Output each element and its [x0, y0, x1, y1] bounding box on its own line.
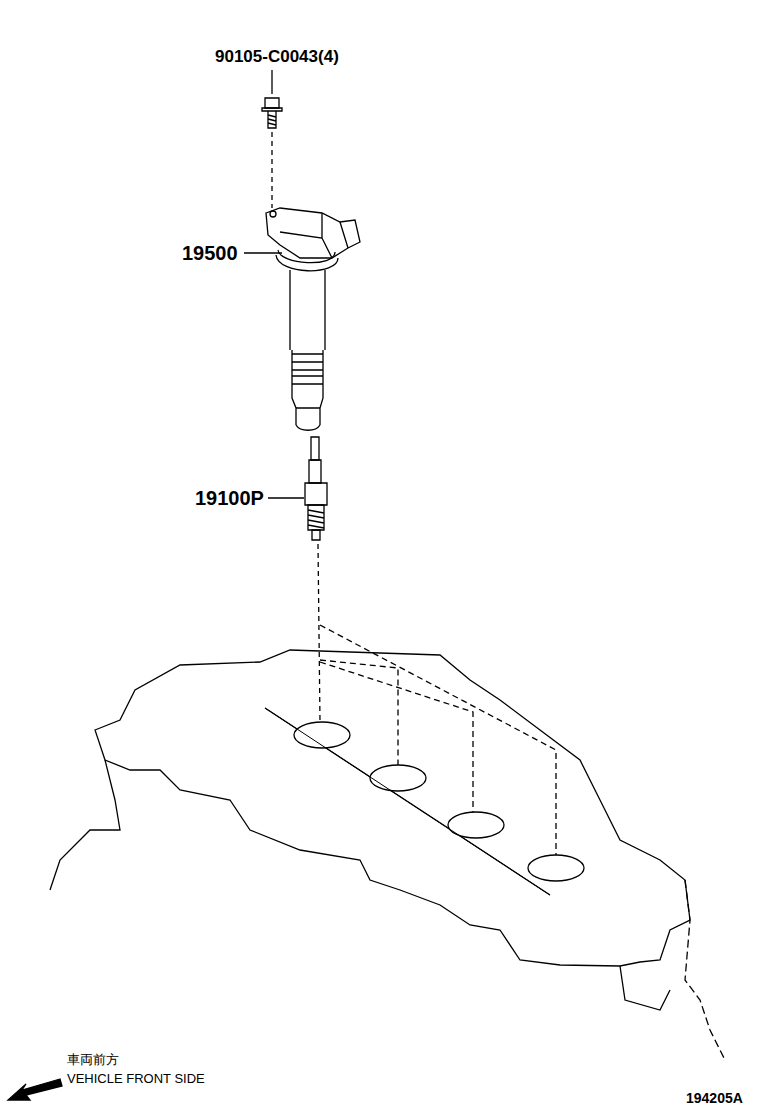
leader-line	[268, 497, 304, 498]
direction-label: 車両前方	[67, 1053, 119, 1067]
assembly-line	[318, 544, 320, 722]
leader-line	[244, 252, 282, 253]
center-line	[265, 708, 550, 895]
bolt	[262, 98, 282, 128]
front-arrow	[8, 1079, 62, 1100]
direction-label: VEHICLE FRONT SIDE	[67, 1072, 205, 1086]
assembly-line	[271, 132, 272, 208]
ignition-coil	[266, 208, 360, 430]
leader-line	[271, 70, 272, 94]
engine-cover	[50, 650, 725, 1060]
callout-number: 19500	[182, 242, 238, 264]
figure-number: 194205A	[686, 1091, 743, 1106]
spark-plug	[305, 437, 327, 540]
callout-number: 19100P	[195, 487, 264, 509]
part-number: 90105-C0043(4)	[215, 48, 339, 67]
assembly-line	[320, 625, 556, 860]
